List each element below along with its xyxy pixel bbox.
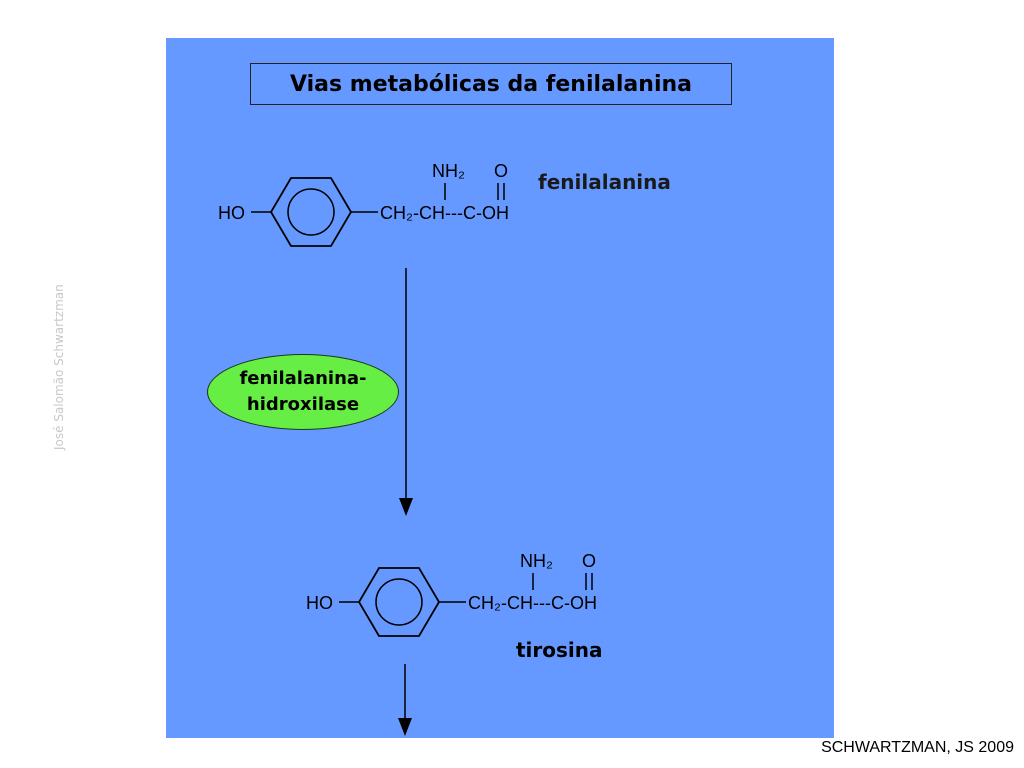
chain-label: CH₂-CH---C-OH [380, 203, 509, 223]
credit-text: SCHWARTZMAN, JS 2009 [821, 739, 1014, 756]
molecule-structure-1: HO CH₂-CH---C-OH NH₂ O [218, 161, 509, 247]
oxo-group-label: O [494, 161, 508, 181]
continuation-arrow [398, 664, 412, 736]
molecule-structure-2: HO CH₂-CH---C-OH NH₂ O [306, 551, 597, 637]
watermark: José Salomão Schwartzman [52, 284, 66, 450]
chain-label: CH₂-CH---C-OH [468, 593, 597, 613]
reaction-arrow [399, 268, 413, 516]
oxo-group-label: O [582, 551, 596, 571]
diagram-title: Vias metabólicas da fenilalanina [250, 63, 732, 105]
enzyme-line-2: hidroxilase [246, 394, 360, 415]
amino-group-label: NH₂ [432, 161, 465, 181]
diagram-panel: Vias metabólicas da fenilalanina HO CH₂-… [166, 38, 834, 738]
enzyme-line-1: fenilalanina- [239, 368, 367, 389]
left-group-label: HO [306, 593, 333, 613]
molecule-name-2: tirosina [516, 638, 603, 662]
molecule-name-1: fenilalanina [538, 170, 671, 194]
amino-group-label: NH₂ [520, 551, 553, 571]
left-group-label: HO [218, 203, 245, 223]
enzyme-ellipse: fenilalanina- hidroxilase [207, 354, 399, 430]
